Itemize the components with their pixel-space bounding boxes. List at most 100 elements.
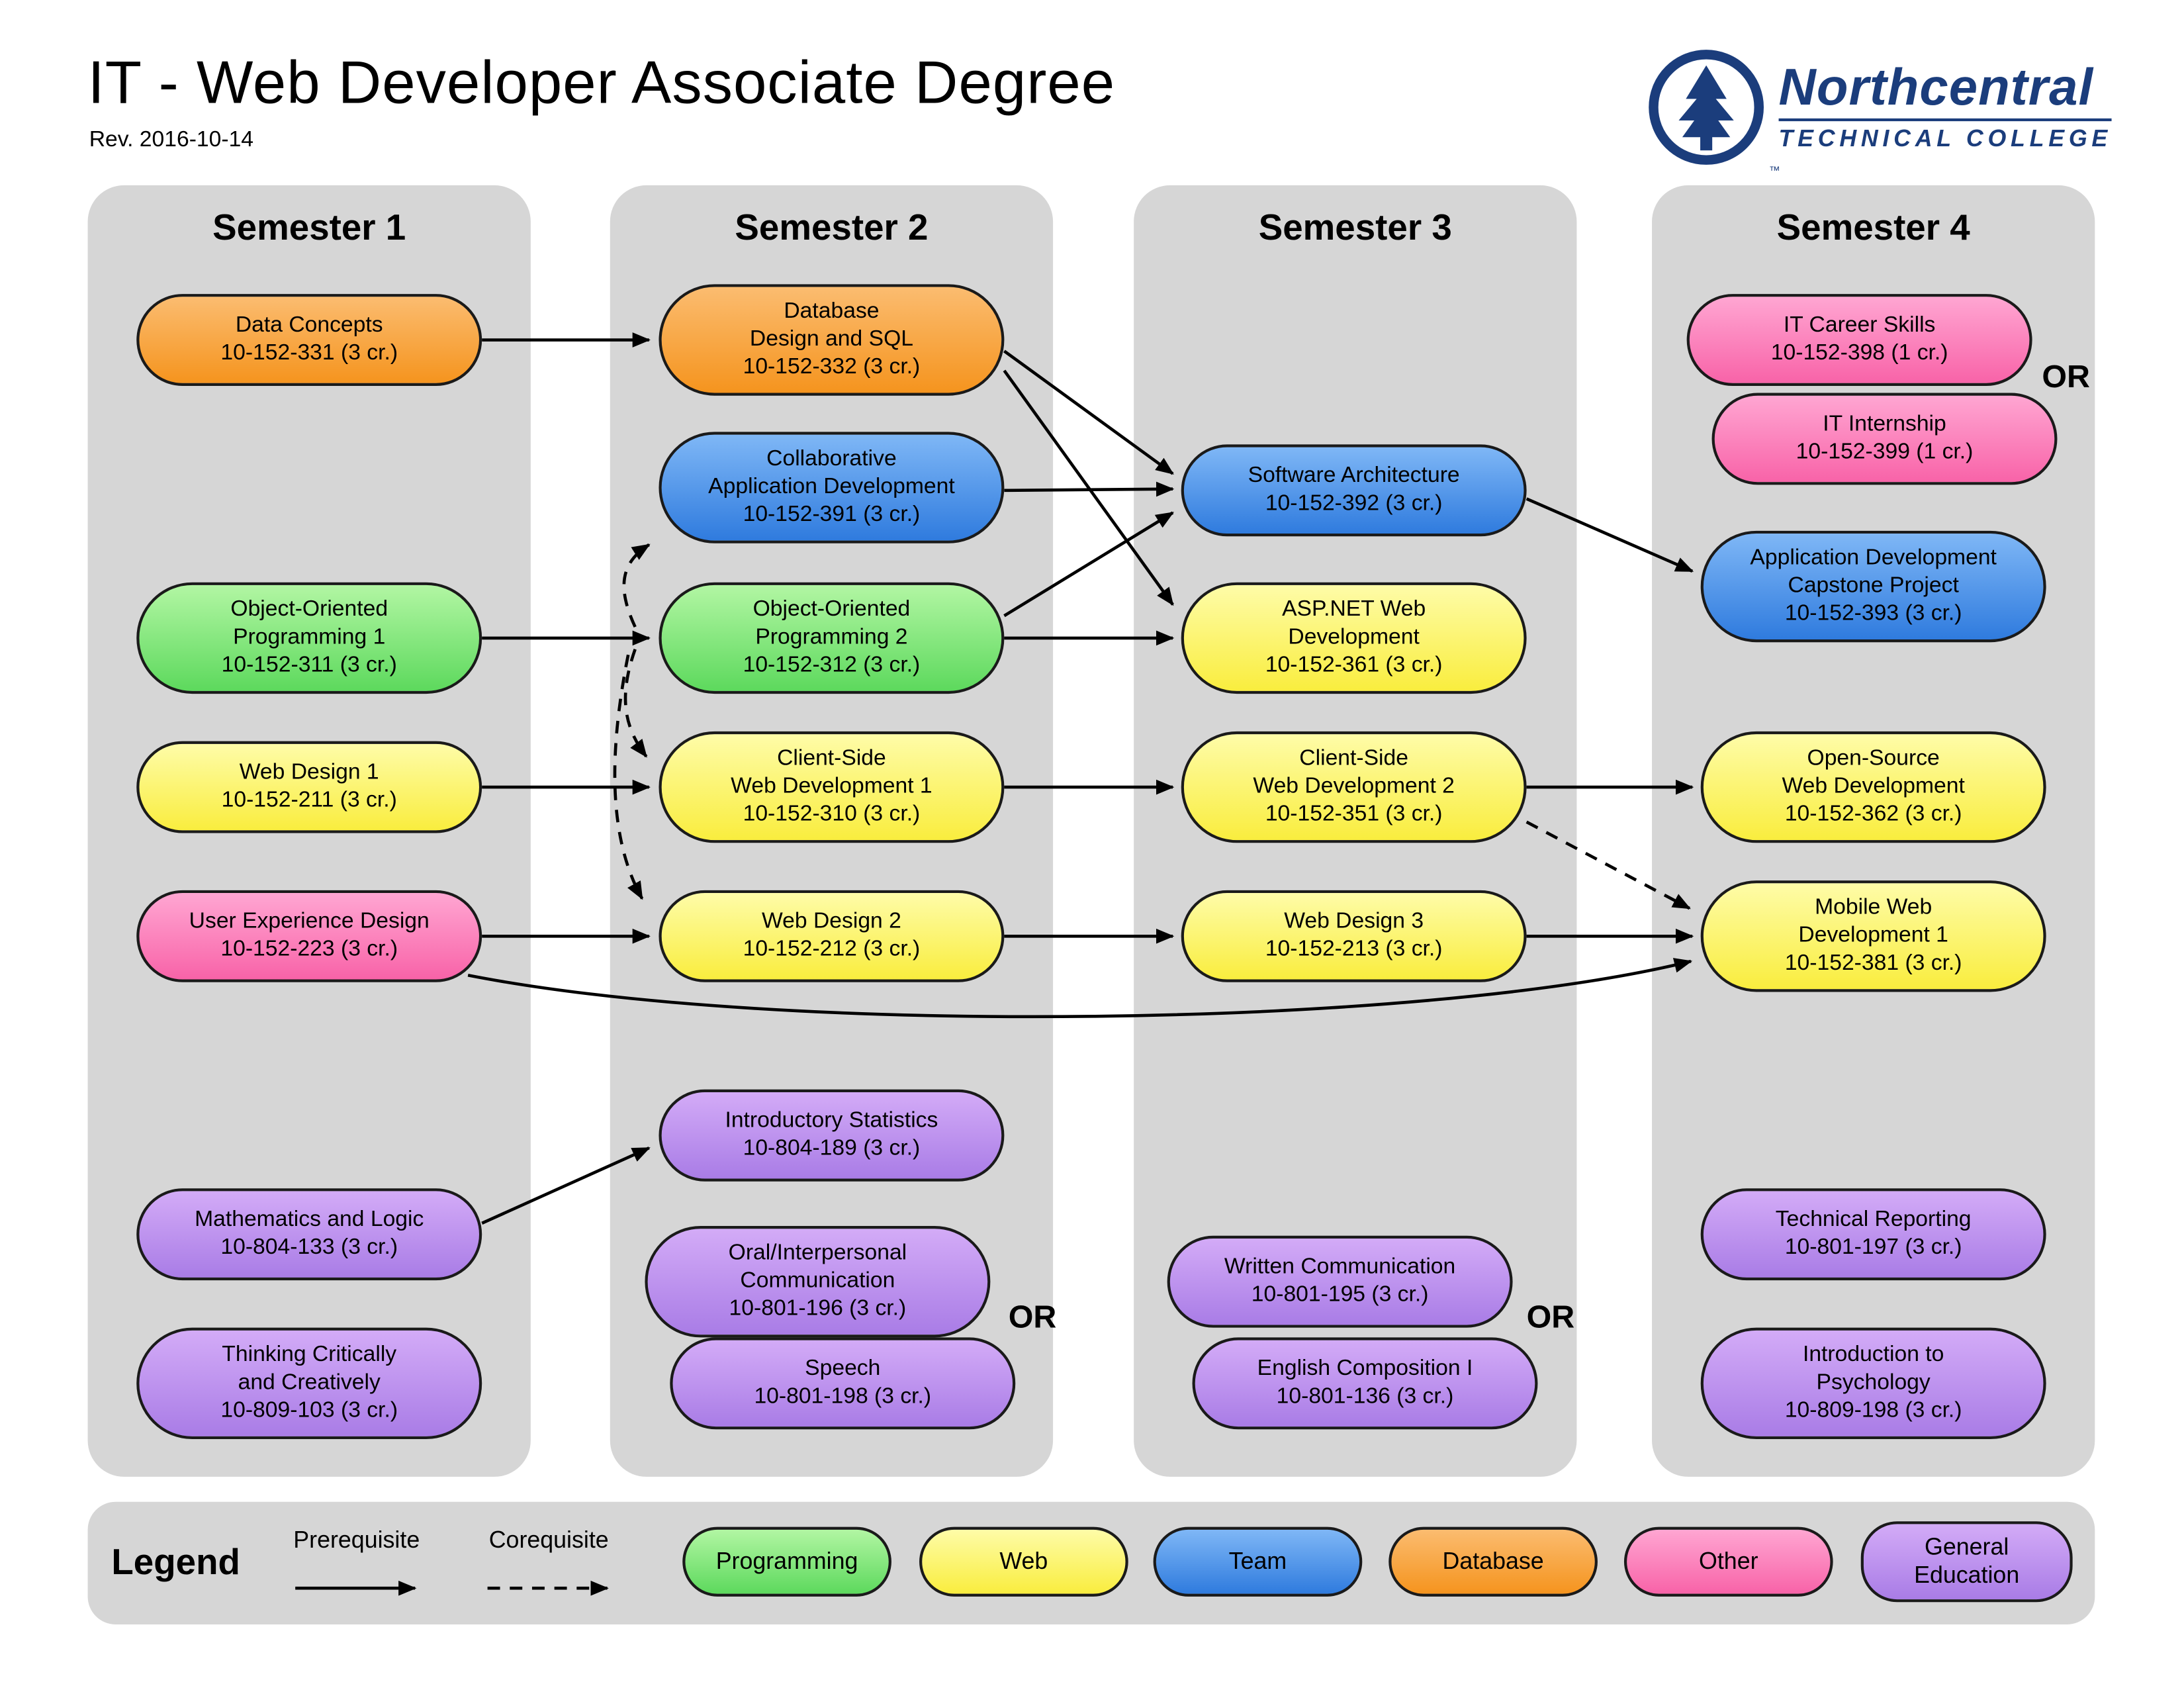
course-title: Collaborative Application Development <box>708 447 955 499</box>
course-code: 10-152-351 (3 cr.) <box>1265 802 1443 827</box>
course-10-152-311: Object-Oriented Programming 1 10-152-311… <box>136 582 482 694</box>
course-code: 10-152-312 (3 cr.) <box>743 653 921 677</box>
course-title: Data Concepts <box>235 313 383 337</box>
course-code: 10-152-361 (3 cr.) <box>1265 653 1443 677</box>
course-code: 10-152-332 (3 cr.) <box>743 355 921 379</box>
course-10-801-195: Written Communication 10-801-195 (3 cr.) <box>1167 1235 1513 1328</box>
course-title: Object-Oriented Programming 2 <box>752 597 911 649</box>
course-10-152-391: Collaborative Application Development 10… <box>659 432 1005 543</box>
course-10-152-312: Object-Oriented Programming 2 10-152-312… <box>659 582 1005 694</box>
course-10-152-361: ASP.NET Web Development 10-152-361 (3 cr… <box>1181 582 1527 694</box>
course-title: IT Career Skills <box>1783 313 1936 337</box>
legend-pill-web: Web <box>919 1526 1128 1597</box>
course-code: 10-801-197 (3 cr.) <box>1784 1235 1962 1260</box>
course-title: Client-Side Web Development 2 <box>1253 746 1455 798</box>
course-10-152-332: Database Design and SQL 10-152-332 (3 cr… <box>659 284 1005 396</box>
course-10-152-381: Mobile Web Development 1 10-152-381 (3 c… <box>1700 880 2046 992</box>
course-10-152-398: IT Career Skills 10-152-398 (1 cr.) <box>1686 294 2032 386</box>
semester-3-header: Semester 3 <box>1258 206 1452 248</box>
course-title: User Experience Design <box>189 909 430 933</box>
course-title: Open-Source Web Development <box>1782 746 1965 798</box>
course-title: Application Development Capstone Project <box>1750 545 1997 598</box>
course-10-809-198: Introduction to Psychology 10-809-198 (3… <box>1700 1327 2046 1440</box>
course-title: Software Architecture <box>1248 463 1460 488</box>
ntc-logo: ™ Northcentral TECHNICAL COLLEGE <box>1647 48 2112 177</box>
course-code: 10-801-136 (3 cr.) <box>1276 1384 1454 1409</box>
or-label-semester-2: OR <box>1008 1298 1057 1335</box>
course-code: 10-809-198 (3 cr.) <box>1784 1399 1962 1423</box>
legend-pill-programming: Programming <box>682 1526 891 1597</box>
course-title: Oral/Interpersonal Communication <box>728 1241 907 1293</box>
course-title: ASP.NET Web Development <box>1282 597 1426 649</box>
legend-pill-other: Other <box>1623 1526 1833 1597</box>
course-code: 10-152-399 (1 cr.) <box>1796 440 1974 464</box>
or-label-semester-4: OR <box>2042 357 2090 395</box>
course-10-809-103: Thinking Critically and Creatively 10-80… <box>136 1327 482 1440</box>
course-10-804-133: Mathematics and Logic 10-804-133 (3 cr.) <box>136 1188 482 1281</box>
trademark-symbol: ™ <box>1768 164 1780 177</box>
course-title: IT Internship <box>1823 412 1946 436</box>
course-code: 10-152-393 (3 cr.) <box>1784 602 1962 626</box>
course-10-152-362: Open-Source Web Development 10-152-362 (… <box>1700 731 2046 843</box>
semester-1-header: Semester 1 <box>212 206 406 248</box>
course-10-152-351: Client-Side Web Development 2 10-152-351… <box>1181 731 1527 843</box>
legend-title: Legend <box>111 1540 240 1583</box>
course-code: 10-152-212 (3 cr.) <box>743 937 921 962</box>
course-title: Technical Reporting <box>1775 1207 1972 1232</box>
course-code: 10-804-189 (3 cr.) <box>743 1137 921 1161</box>
tree-circle-logo-icon <box>1649 50 1764 165</box>
course-code: 10-152-311 (3 cr.) <box>221 653 397 677</box>
course-code: 10-152-331 (3 cr.) <box>220 341 398 365</box>
or-label-semester-3: OR <box>1526 1298 1575 1335</box>
course-code: 10-801-195 (3 cr.) <box>1251 1283 1429 1307</box>
logo-wordmark: Northcentral <box>1778 58 2094 116</box>
course-10-801-136: English Composition I 10-801-136 (3 cr.) <box>1192 1337 1538 1430</box>
course-code: 10-152-362 (3 cr.) <box>1784 802 1962 827</box>
course-title: Introduction to Psychology <box>1802 1342 1944 1395</box>
course-title: Written Communication <box>1224 1254 1456 1279</box>
page-title: IT - Web Developer Associate Degree <box>87 50 1116 117</box>
course-title: Web Design 1 <box>239 760 379 784</box>
course-title: English Composition I <box>1257 1356 1473 1381</box>
logo-text: Northcentral TECHNICAL COLLEGE <box>1778 58 2112 154</box>
course-title: Thinking Critically and Creatively <box>222 1342 397 1395</box>
prerequisite-label: Prerequisite <box>293 1526 420 1554</box>
course-10-801-198: Speech 10-801-198 (3 cr.) <box>670 1337 1016 1430</box>
course-10-152-392: Software Architecture 10-152-392 (3 cr.) <box>1181 444 1527 537</box>
course-10-152-212: Web Design 2 10-152-212 (3 cr.) <box>659 890 1005 982</box>
course-code: 10-152-213 (3 cr.) <box>1265 937 1443 962</box>
course-10-152-213: Web Design 3 10-152-213 (3 cr.) <box>1181 890 1527 982</box>
semester-4-header: Semester 4 <box>1776 206 1970 248</box>
course-code: 10-801-198 (3 cr.) <box>754 1384 932 1409</box>
corequisite-label: Corequisite <box>488 1526 609 1554</box>
course-code: 10-152-211 (3 cr.) <box>221 788 397 812</box>
course-10-152-399: IT Internship 10-152-399 (1 cr.) <box>1711 393 2058 485</box>
course-10-152-310: Client-Side Web Development 1 10-152-310… <box>659 731 1005 843</box>
legend-pill-general-education: General Education <box>1860 1521 2073 1603</box>
course-code: 10-152-223 (3 cr.) <box>220 937 398 962</box>
course-code: 10-804-133 (3 cr.) <box>220 1235 398 1260</box>
course-code: 10-809-103 (3 cr.) <box>220 1399 398 1423</box>
course-10-152-331: Data Concepts 10-152-331 (3 cr.) <box>136 294 482 386</box>
course-title: Mathematics and Logic <box>195 1207 424 1232</box>
course-title: Web Design 3 <box>1284 909 1424 933</box>
course-title: Web Design 2 <box>761 909 901 933</box>
course-title: Database Design and SQL <box>749 299 913 352</box>
course-code: 10-152-391 (3 cr.) <box>743 502 921 527</box>
course-10-804-189: Introductory Statistics 10-804-189 (3 cr… <box>659 1089 1005 1182</box>
course-title: Mobile Web Development 1 <box>1798 895 1948 947</box>
course-title: Object-Oriented Programming 1 <box>230 597 388 649</box>
course-title: Speech <box>805 1356 881 1381</box>
legend-pill-database: Database <box>1388 1526 1598 1597</box>
legend-pill-team: Team <box>1153 1526 1363 1597</box>
course-10-152-223: User Experience Design 10-152-223 (3 cr.… <box>136 890 482 982</box>
course-title: Introductory Statistics <box>725 1108 938 1133</box>
course-10-152-211: Web Design 1 10-152-211 (3 cr.) <box>136 741 482 833</box>
course-title: Client-Side Web Development 1 <box>731 746 933 798</box>
course-code: 10-152-381 (3 cr.) <box>1784 951 1962 976</box>
course-10-801-197: Technical Reporting 10-801-197 (3 cr.) <box>1700 1188 2046 1281</box>
revision-date: Rev. 2016-10-14 <box>89 128 254 152</box>
course-code: 10-152-392 (3 cr.) <box>1265 491 1443 516</box>
logo-tagline: TECHNICAL COLLEGE <box>1778 118 2112 154</box>
